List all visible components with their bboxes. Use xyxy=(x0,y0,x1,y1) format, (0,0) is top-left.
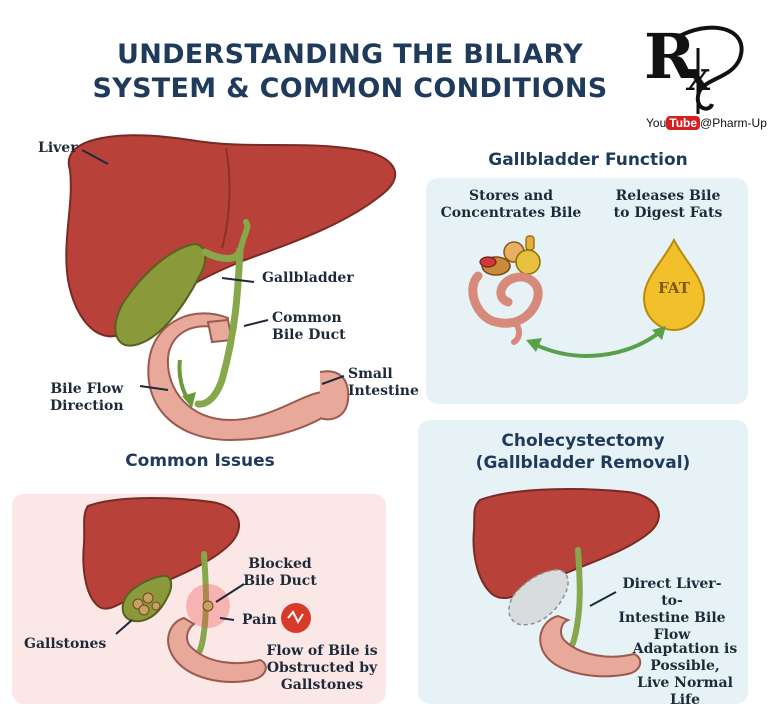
function-double-arrow xyxy=(533,330,662,358)
gallstones-icon xyxy=(132,592,161,616)
main-biliary-illustration xyxy=(65,134,397,442)
gallbladder-shape xyxy=(114,243,207,347)
page-title: UNDERSTANDING THE BILIARY SYSTEM & COMMO… xyxy=(92,39,608,104)
surgery-intestine-shape xyxy=(539,614,642,678)
fat-label: FAT xyxy=(658,279,690,297)
function-heading: Gallbladder Function xyxy=(488,150,688,170)
gallstones-label: Gallstones xyxy=(24,636,107,652)
issues-illustration xyxy=(82,497,311,683)
surgery-illustration xyxy=(472,488,660,678)
small-intestine-label: Small Intestine xyxy=(348,366,419,399)
flow-pointer xyxy=(139,385,169,391)
releases-label: Releases Bile to Digest Fats xyxy=(613,188,723,221)
gallbladder-label: Gallbladder xyxy=(262,270,354,286)
bile-flow-arrowhead xyxy=(182,392,196,408)
duct-pointer xyxy=(243,319,269,327)
blocking-stone xyxy=(202,600,214,612)
issues-intestine-shape xyxy=(167,616,267,683)
removed-gallbladder-outline xyxy=(508,569,569,626)
liver-pointer xyxy=(81,149,109,165)
blocked-pointer xyxy=(215,583,245,603)
fat-drop-icon xyxy=(642,237,706,332)
obstructed-label: Flow of Bile is Obstructed by Gallstones xyxy=(266,643,378,693)
arrowhead-left xyxy=(526,338,542,352)
blocked-duct-label: Blocked Bile Duct xyxy=(243,556,317,589)
direct-flow-pointer xyxy=(589,591,617,607)
function-illustration xyxy=(468,235,706,358)
intestine-loop xyxy=(319,370,350,421)
intestine-pointer xyxy=(321,375,345,385)
adaptation-label: Adaptation is Possible, Live Normal Life xyxy=(632,641,738,708)
issues-heading: Common Issues xyxy=(125,451,275,471)
rx-logo: R x xyxy=(644,20,744,114)
snake-icon xyxy=(674,25,744,111)
common-bile-duct-label: Common Bile Duct xyxy=(272,310,346,343)
surgery-heading: Cholecystectomy (Gallbladder Removal) xyxy=(475,431,691,473)
gallbladder-pointer xyxy=(221,277,255,283)
pain-label: Pain xyxy=(242,612,277,628)
direct-flow-label: Direct Liver-to- Intestine Bile Flow xyxy=(618,576,726,643)
fatty-food-icon xyxy=(479,235,541,276)
stores-label: Stores and Concentrates Bile xyxy=(440,188,582,221)
liver-label: Liver xyxy=(38,140,78,156)
surgery-liver-shape xyxy=(472,488,660,600)
bile-flow-label: Bile Flow Direction xyxy=(50,381,124,414)
liver-shape xyxy=(65,134,397,338)
gallstones-pointer xyxy=(115,619,133,635)
liver-lobe-line xyxy=(221,147,231,249)
intestine-icon xyxy=(468,271,543,345)
pain-zigzag-icon xyxy=(287,610,304,625)
arrowhead-right xyxy=(652,326,666,340)
pain-pointer xyxy=(219,617,235,621)
hepatic-duct xyxy=(237,219,251,255)
